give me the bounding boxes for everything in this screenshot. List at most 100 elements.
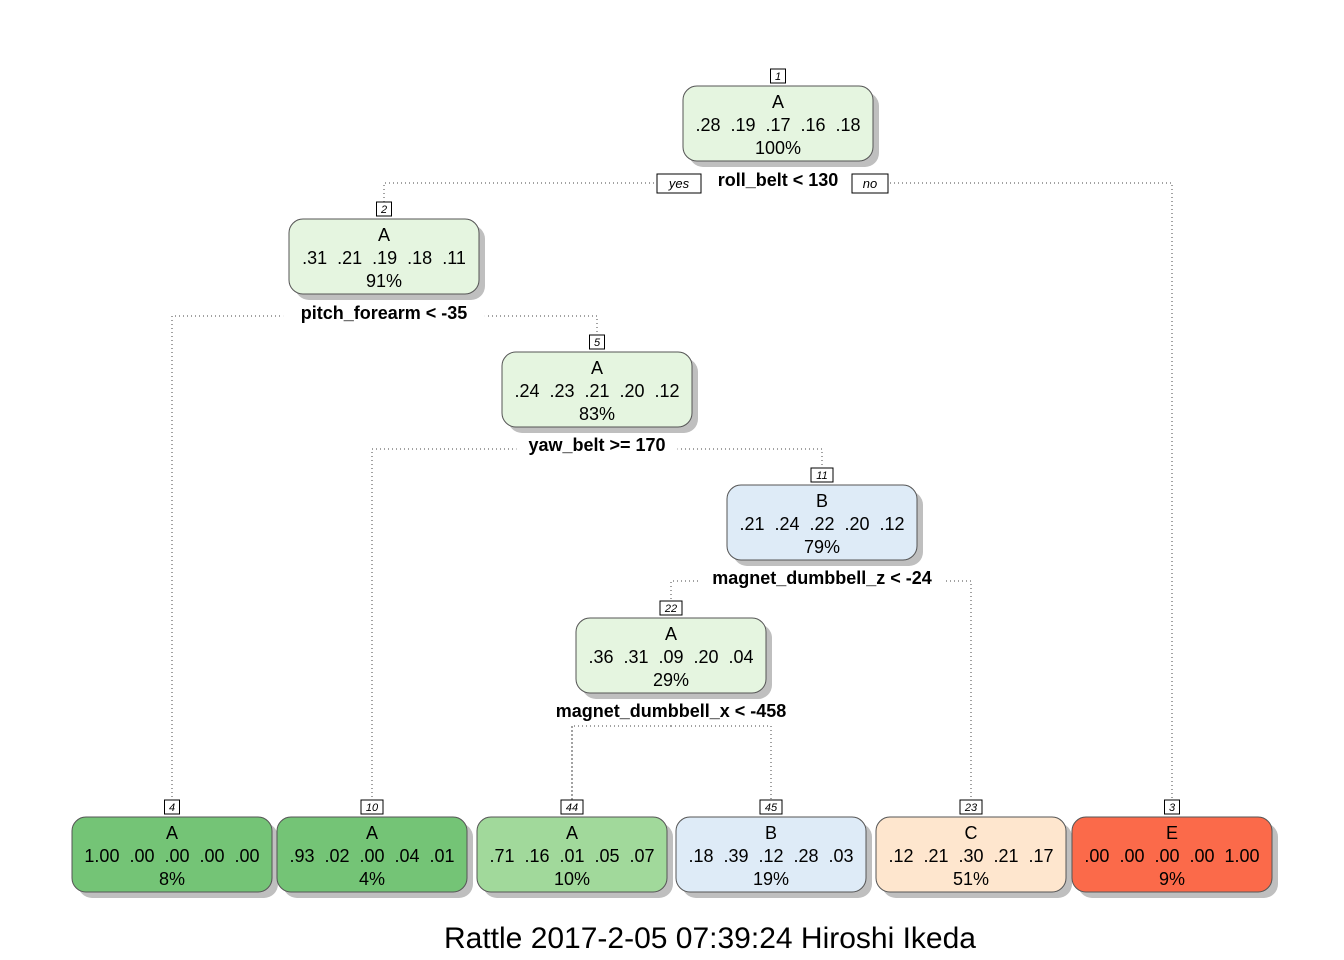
node-class-11: B [816, 491, 828, 511]
split-label-5: yaw_belt >= 170 [528, 435, 665, 455]
node-id-box-5 [589, 334, 605, 350]
yes-label: yes [668, 176, 690, 191]
split-label-2: pitch_forearm < -35 [301, 303, 468, 323]
edge-2-5 [384, 315, 598, 340]
node-box-44 [476, 816, 668, 893]
node-id-box-4 [164, 799, 180, 815]
node-pct-45: 19% [753, 869, 789, 889]
node-class-1: A [772, 92, 784, 112]
no-label: no [863, 176, 877, 191]
node-class-4: A [166, 823, 178, 843]
node-probs-45: .18 .39 .12 .28 .03 [688, 846, 853, 866]
split-label-1: roll_belt < 130 [718, 170, 839, 190]
node-id-box-23 [959, 799, 983, 815]
edge-11-23 [822, 580, 972, 805]
split-2: pitch_forearm < -35 [283, 303, 485, 323]
node-class-10: A [366, 823, 378, 843]
tree-node-23: 23C .12 .21 .30 .21 .17 51% [875, 799, 1072, 898]
edge-1-3 [778, 182, 1173, 805]
edge-22-44 [571, 725, 671, 805]
edge-5-10 [371, 448, 597, 805]
edge-2-4 [171, 315, 384, 805]
node-box-11 [726, 484, 918, 561]
node-class-45: B [765, 823, 777, 843]
node-probs-11: .21 .24 .22 .20 .12 [739, 514, 904, 534]
node-class-3: E [1166, 823, 1178, 843]
split-5: yaw_belt >= 170 [516, 435, 678, 455]
tree-node-22: 22A .36 .31 .09 .20 .04 29% [575, 600, 772, 699]
node-box-1 [682, 85, 874, 162]
yes-label-box: yes [656, 173, 702, 194]
tree-node-4: 4A 1.00 .00 .00 .00 .00 8% [71, 799, 278, 898]
node-pct-11: 79% [804, 537, 840, 557]
split-22: magnet_dumbbell_x < -458 [544, 701, 798, 721]
node-probs-4: 1.00 .00 .00 .00 .00 [84, 846, 259, 866]
node-id-4: 4 [169, 802, 175, 814]
node-id-box-44 [560, 799, 584, 815]
node-probs-3: .00 .00 .00 .00 1.00 [1084, 846, 1259, 866]
node-box-45 [675, 816, 867, 893]
edge-5-11 [597, 448, 823, 473]
node-id-5: 5 [594, 337, 601, 349]
node-id-box-10 [360, 799, 384, 815]
tree-node-45: 45B .18 .39 .12 .28 .03 19% [675, 799, 872, 898]
node-box-3 [1071, 816, 1273, 893]
tree-split-labels: roll_belt < 130 pitch_forearm < -35 yaw_be… [283, 170, 944, 721]
node-class-22: A [665, 624, 677, 644]
no-label-box: no [851, 173, 889, 194]
node-pct-44: 10% [554, 869, 590, 889]
split-label-22: magnet_dumbbell_x < -458 [556, 701, 787, 721]
split-1: roll_belt < 130 [697, 170, 859, 190]
node-id-box-45 [759, 799, 783, 815]
node-class-2: A [378, 225, 390, 245]
node-pct-22: 29% [653, 670, 689, 690]
node-pct-4: 8% [159, 869, 185, 889]
node-class-23: C [965, 823, 978, 843]
node-id-22: 22 [664, 603, 677, 615]
node-id-box-11 [810, 467, 834, 483]
node-pct-1: 100% [755, 138, 801, 158]
node-pct-2: 91% [366, 271, 402, 291]
node-box-4 [71, 816, 273, 893]
node-pct-23: 51% [953, 869, 989, 889]
node-id-2: 2 [380, 204, 387, 216]
yes-no-labels: yes no [656, 173, 889, 194]
node-id-44: 44 [566, 802, 578, 814]
node-id-3: 3 [1169, 802, 1176, 814]
node-pct-5: 83% [579, 404, 615, 424]
node-probs-23: .12 .21 .30 .21 .17 [888, 846, 1053, 866]
node-id-11: 11 [816, 470, 827, 482]
tree-node-2: 2A .31 .21 .19 .18 .11 91% [288, 201, 485, 300]
tree-node-3: 3E .00 .00 .00 .00 1.00 9% [1071, 799, 1278, 898]
node-id-box-1 [770, 68, 786, 84]
node-class-5: A [591, 358, 603, 378]
caption: Rattle 2017-2-05 07:39:24 Hiroshi Ikeda [444, 922, 976, 955]
tree-node-10: 10A .93 .02 .00 .04 .01 4% [276, 799, 473, 898]
tree-node-11: 11B .21 .24 .22 .20 .12 79% [726, 467, 923, 566]
node-id-box-2 [376, 201, 392, 217]
node-id-45: 45 [765, 802, 778, 814]
node-probs-1: .28 .19 .17 .16 .18 [695, 115, 860, 135]
node-pct-3: 9% [1159, 869, 1185, 889]
node-box-10 [276, 816, 468, 893]
node-box-2 [288, 218, 480, 295]
node-probs-10: .93 .02 .00 .04 .01 [289, 846, 454, 866]
node-pct-10: 4% [359, 869, 385, 889]
node-probs-44: .71 .16 .01 .05 .07 [489, 846, 654, 866]
node-box-23 [875, 816, 1067, 893]
node-box-5 [501, 351, 693, 428]
node-id-box-22 [659, 600, 683, 616]
node-id-23: 23 [964, 802, 978, 814]
split-label-11: magnet_dumbbell_z < -24 [712, 568, 932, 588]
node-id-10: 10 [366, 802, 379, 814]
tree-edges [171, 182, 1173, 805]
node-probs-2: .31 .21 .19 .18 .11 [302, 248, 466, 268]
node-probs-22: .36 .31 .09 .20 .04 [588, 647, 753, 667]
edge-22-45 [671, 725, 772, 805]
node-box-22 [575, 617, 767, 694]
